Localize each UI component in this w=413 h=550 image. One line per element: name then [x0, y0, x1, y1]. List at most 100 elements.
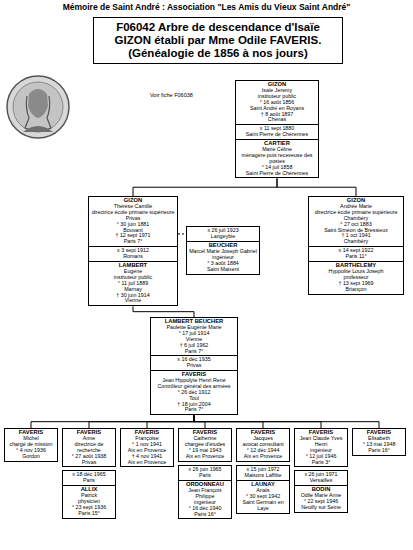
person-box: ORDONNEAUJean François Philippeingénieur…	[178, 480, 232, 519]
detail-text: Aix en Provence	[180, 454, 230, 460]
detail-text: Romans	[90, 254, 176, 260]
detail-text: Marcel Marie Joseph Gabriel	[188, 249, 258, 255]
family-link	[133, 306, 194, 317]
detail-text: ° 13 mai 1948	[354, 442, 404, 448]
person-box: FAVERISCatherinechargée d'études° 19 mai…	[178, 428, 232, 462]
detail-text: ° 23 sept 1936	[64, 505, 114, 511]
detail-text: instituteur public	[237, 94, 317, 100]
detail-text: Paris 7°	[152, 349, 236, 355]
detail-text: ménagère puis receveuse des postes	[237, 153, 317, 165]
detail-text: Isaïe Jeremy	[237, 88, 317, 94]
detail-text: Toul	[152, 396, 236, 402]
detail-text: ingénieur	[180, 500, 230, 506]
detail-text: Paris 7°	[90, 239, 176, 245]
detail-text: Paris	[180, 473, 230, 479]
detail-text: Jean François Philippe	[180, 488, 230, 500]
detail-text: avocat consultant	[238, 442, 288, 448]
family-link	[194, 415, 379, 428]
marriage-box: x 16 déc 1935Privas	[150, 355, 238, 371]
detail-text: Patrick	[64, 493, 114, 499]
person-box: FAVERISJacquesavocat consultant° 12 déc …	[236, 428, 290, 462]
detail-text: Paris 3°	[296, 460, 346, 466]
family-link	[178, 233, 186, 234]
person-box: GIZONAndrée Mariedirectrice école primai…	[308, 196, 404, 247]
detail-text: ° 3 août 1884	[188, 261, 258, 267]
detail-text: Privas	[64, 460, 114, 466]
marriage-box: x 26 juin 1965Paris	[178, 465, 232, 481]
detail-text: † 6 juil 1962	[152, 343, 236, 349]
detail-text: Privas	[152, 363, 236, 369]
detail-text: Elisabeth	[354, 436, 404, 442]
person-box: BARTHELEMYHyppolite Louis Josephprofesse…	[308, 261, 404, 295]
detail-text: Saint Germain en Laye	[238, 500, 288, 512]
detail-text: Françoise	[122, 436, 172, 442]
detail-text: ° 12 juil 1946	[296, 454, 346, 460]
person-box: BEUCHERMarcel Marie Joseph Gabrielingéni…	[186, 241, 260, 275]
person-box: BODINOdile Marie Anne° 22 sept 1946Neuil…	[294, 485, 348, 513]
person-box: FAVERISJean Hippolyte Henri RenéContrôle…	[150, 370, 238, 415]
detail-text: directrice école primaire supérieure Cha…	[310, 210, 402, 222]
detail-text: Neuilly sur Seine	[296, 505, 346, 511]
detail-text: Versailles	[296, 478, 346, 484]
family-link	[133, 178, 277, 196]
detail-text: Saint Maixent	[188, 267, 258, 273]
detail-text: directrice de recherche	[64, 442, 114, 454]
detail-text: Aix en Provence	[122, 448, 172, 454]
detail-text: ° 4 nov 1936	[6, 448, 56, 454]
person-box: CARTIERMarie Célineménagère puis receveu…	[235, 139, 319, 178]
detail-text: ° 17 juil 1914	[152, 331, 236, 337]
detail-text: Paris 7°	[152, 407, 236, 413]
detail-text: Paris	[64, 478, 114, 484]
detail-text: ° 16 déc 1940	[180, 506, 230, 512]
detail-text: ° 27 août 1938	[64, 454, 114, 460]
detail-text: Eugène	[90, 269, 176, 275]
detail-text: Aix en Provence	[122, 460, 172, 466]
detail-text: Paris 11°	[310, 254, 402, 260]
marriage-box: x 26 juin 1971Versailles	[294, 470, 348, 486]
marriage-box: x 15 juin 1972Maisons Laffitte	[236, 465, 290, 481]
person-box: FAVERISJean Claude Yves Henriingénieur° …	[294, 428, 348, 467]
detail-text: Vienne	[152, 337, 236, 343]
person-box: GIZONThérèse Camilledirectrice école pri…	[88, 196, 178, 247]
detail-text: Hyppolite Louis Joseph	[310, 269, 402, 275]
portrait-medallion	[5, 74, 71, 140]
detail-text: Vienne	[90, 298, 176, 304]
detail-text: ingénieur	[296, 448, 346, 454]
marriage-box: x 14 sept 1922Paris 11°	[308, 246, 404, 262]
detail-text: ° 16 août 1856	[237, 100, 317, 106]
detail-text: Jean Claude Yves Henri	[296, 436, 346, 448]
detail-text: Saint Pierre de Chérennes	[237, 132, 317, 138]
family-link	[147, 415, 194, 428]
person-box: ALLIXPatrickphysicien° 23 sept 1936Paris…	[62, 485, 116, 519]
marriage-box: x 26 juil 1923Langeybie	[186, 226, 260, 242]
detail-text: Paris 15°	[64, 511, 114, 517]
marriage-box: x 3 sept 1912Romans	[88, 246, 178, 262]
person-box: LAMBERTEugèneinstituteur public° 11 juil…	[88, 261, 178, 306]
person-box: FAVERISMichelchargé de mission° 4 nov 19…	[4, 428, 58, 462]
detail-text: ° 26 déc 1912	[152, 390, 236, 396]
detail-text: Paris 16°	[354, 448, 404, 454]
person-box: LAUNAYAnaïs° 30 sept 1942Saint Germain e…	[236, 480, 290, 514]
detail-text: Maisons Laffitte	[238, 473, 288, 479]
detail-text: Saint André en Royans	[237, 106, 317, 112]
person-box: FAVERISAnnedirectrice de recherche° 27 a…	[62, 428, 116, 467]
detail-text: chargé de mission	[6, 442, 56, 448]
detail-text: ° 30 juin 1881	[90, 222, 176, 228]
detail-text: physicien	[64, 499, 114, 505]
person-box: GIZONIsaïe Jeremyinstituteur public° 16 …	[235, 80, 319, 125]
detail-text: Anaïs	[238, 488, 288, 494]
header-label: Mémoire de Saint André : Association "Le…	[0, 2, 413, 12]
detail-text: Contrôleur général des armées	[152, 384, 236, 390]
detail-text: Paris 16°	[180, 512, 230, 518]
detail-text: Langeybie	[188, 234, 258, 240]
detail-text: Paulette Eugénie Marie	[152, 325, 236, 331]
detail-text: instituteur public	[90, 275, 176, 281]
marriage-box: x 18 déc 1965Paris	[62, 470, 116, 486]
detail-text: Jean Hippolyte Henri René	[152, 378, 236, 384]
marriage-box: x 11 sept 1880Saint Pierre de Chérennes	[235, 124, 319, 140]
person-box: FAVERISFrançoise° 1 nov 1941Aix en Prove…	[120, 428, 174, 467]
detail-text: † 13 sept 1969	[310, 281, 402, 287]
detail-text: Briançon	[310, 287, 402, 293]
detail-text: Chenas	[237, 117, 317, 123]
detail-text: Chambéry	[310, 239, 402, 245]
